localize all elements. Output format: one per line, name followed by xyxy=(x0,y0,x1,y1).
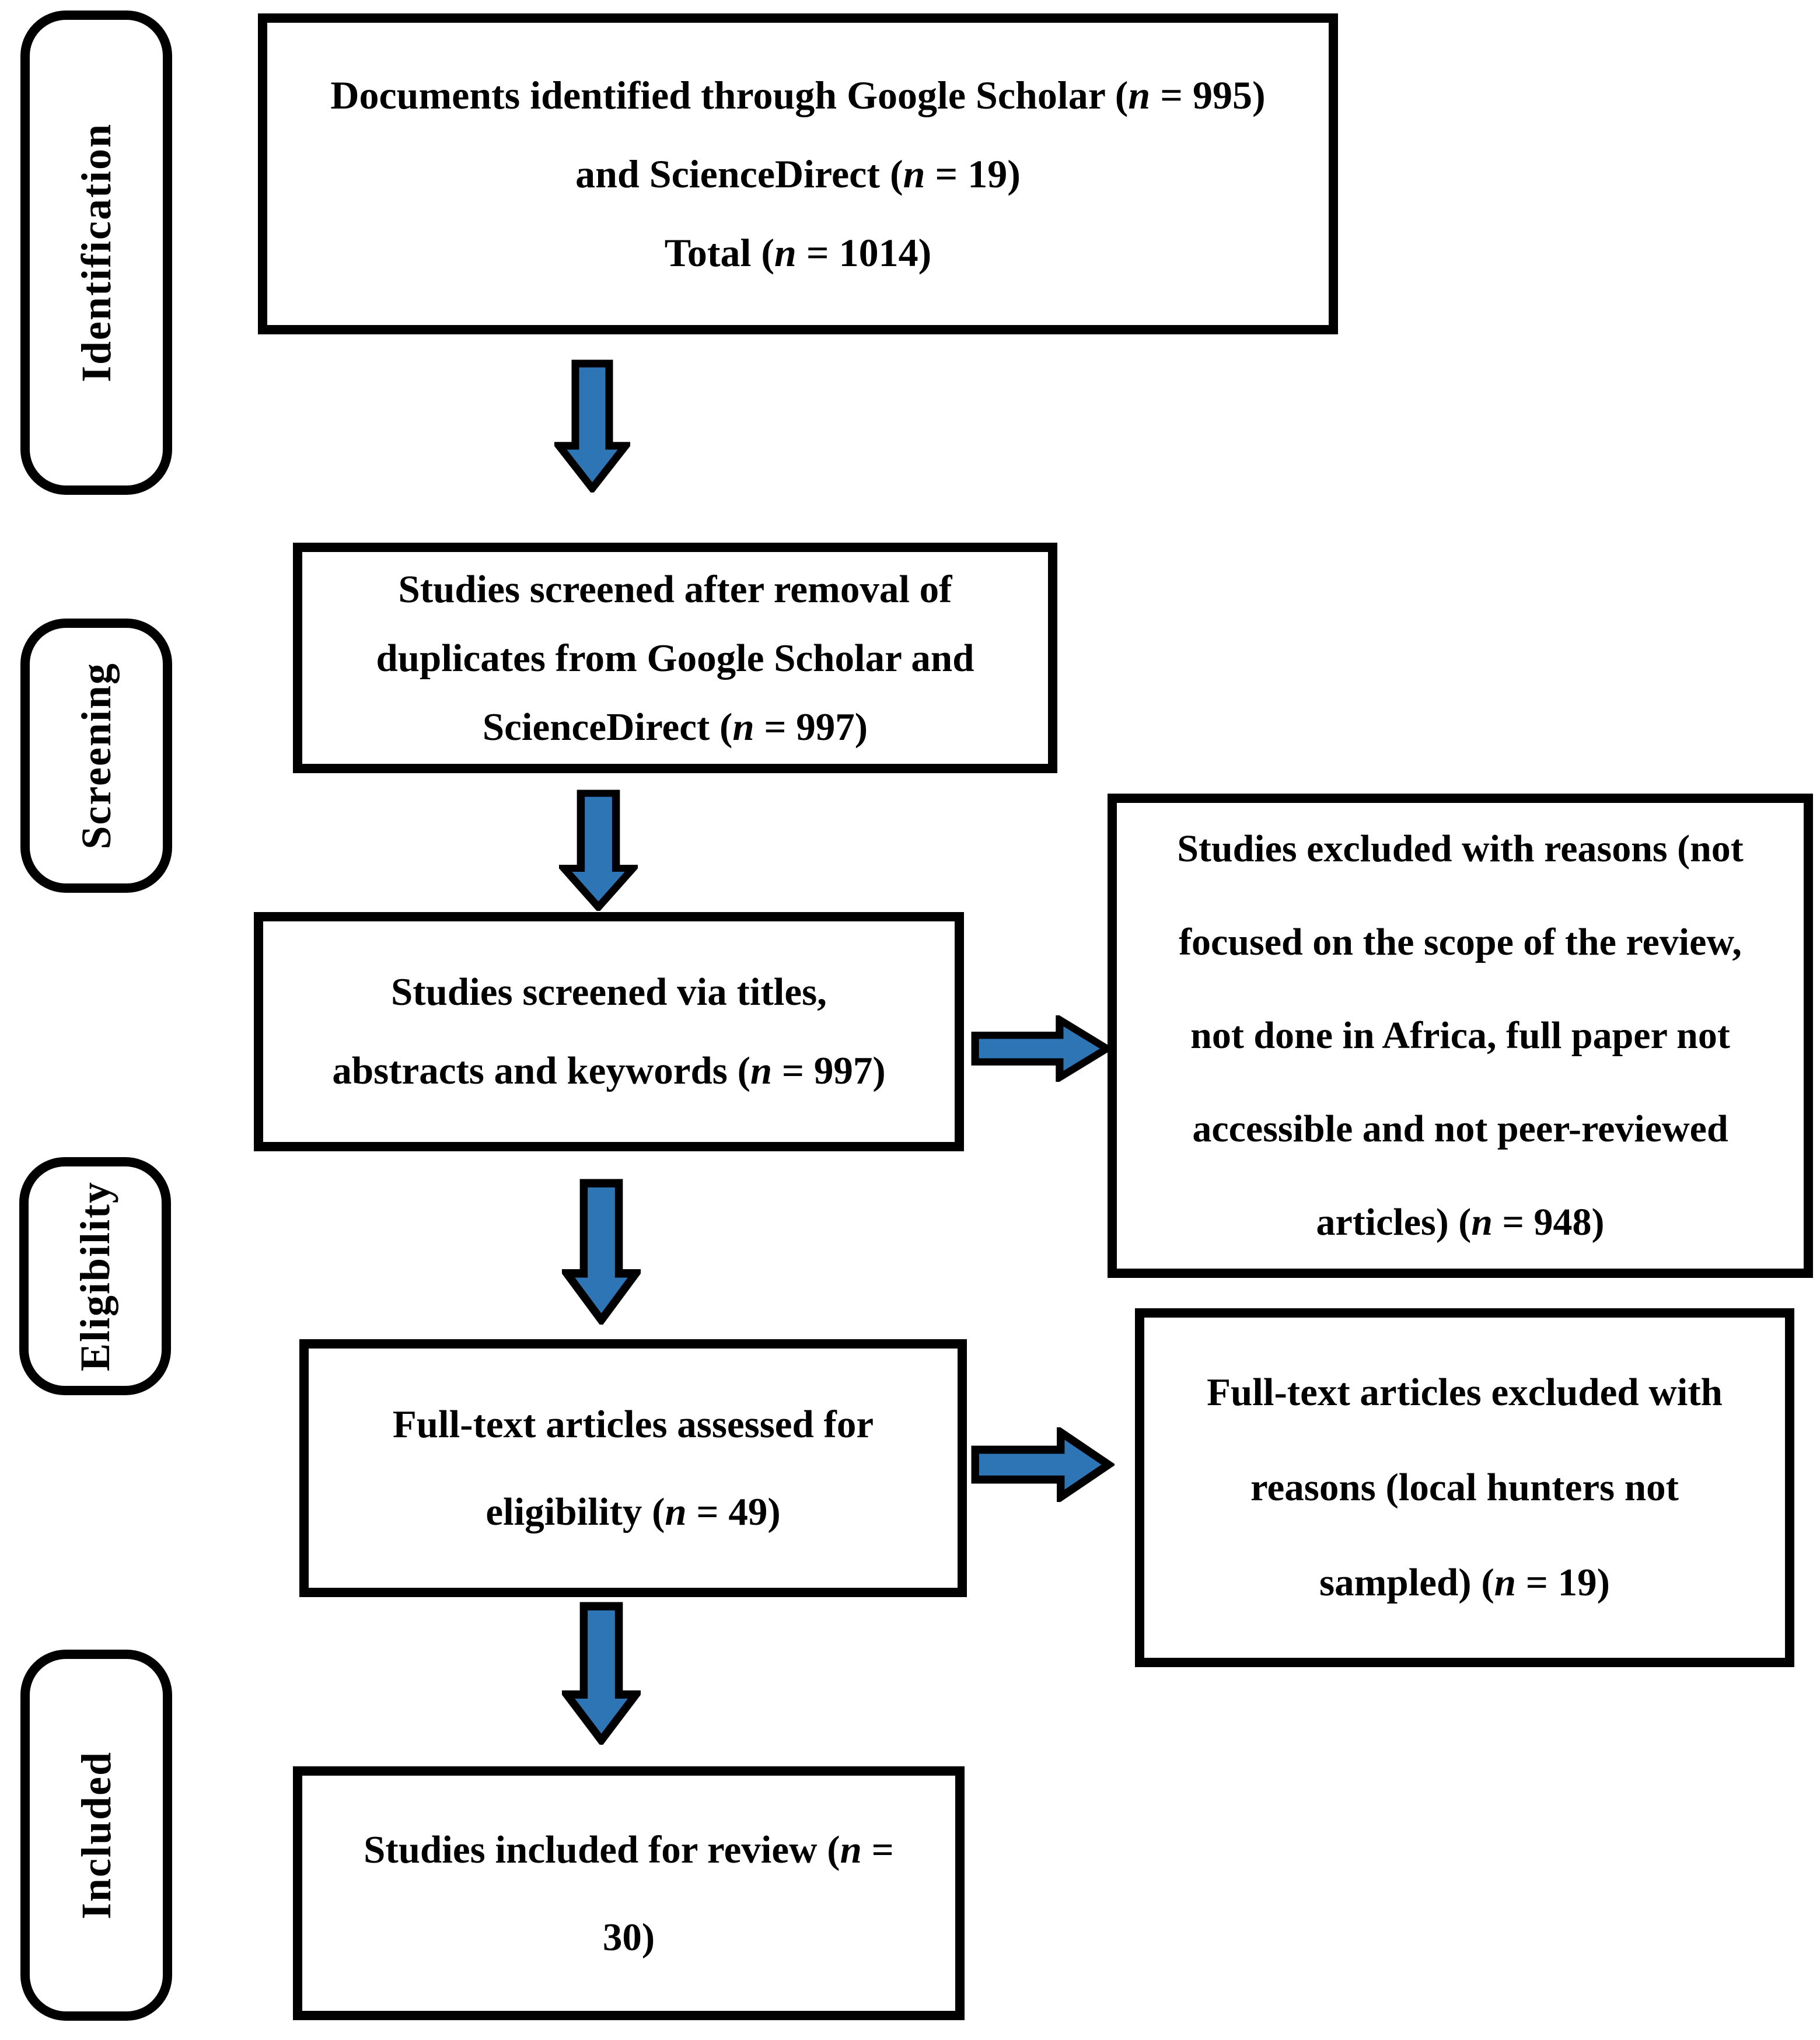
stage-eligibility-label: Eligibility xyxy=(71,1180,118,1372)
stage-included-label: Included xyxy=(72,1751,120,1920)
stage-eligibility: Eligibility xyxy=(19,1157,171,1395)
stage-included: Included xyxy=(20,1650,172,2021)
right-arrow-fulltext-excluded-icon xyxy=(971,1427,1115,1502)
down-arrow-eligibility-to-included-icon xyxy=(562,1602,641,1745)
right-arrow-screening-excluded-icon xyxy=(971,1015,1113,1082)
stage-identification-label: Identification xyxy=(72,123,120,382)
box-documents-identified: Documents identified through Google Scho… xyxy=(258,13,1338,334)
box-screened-titles-abstracts: Studies screened via titles,abstracts an… xyxy=(254,912,964,1151)
down-arrow-identification-to-screening-icon xyxy=(554,359,630,492)
down-arrow-titles-to-eligibility-icon xyxy=(562,1179,641,1325)
down-arrow-screening-to-titles-icon xyxy=(559,790,638,911)
stage-screening: Screening xyxy=(20,619,172,893)
stage-identification: Identification xyxy=(20,11,172,495)
stage-screening-label: Screening xyxy=(72,662,120,850)
box-studies-included: Studies included for review (n =30) xyxy=(293,1766,965,2020)
